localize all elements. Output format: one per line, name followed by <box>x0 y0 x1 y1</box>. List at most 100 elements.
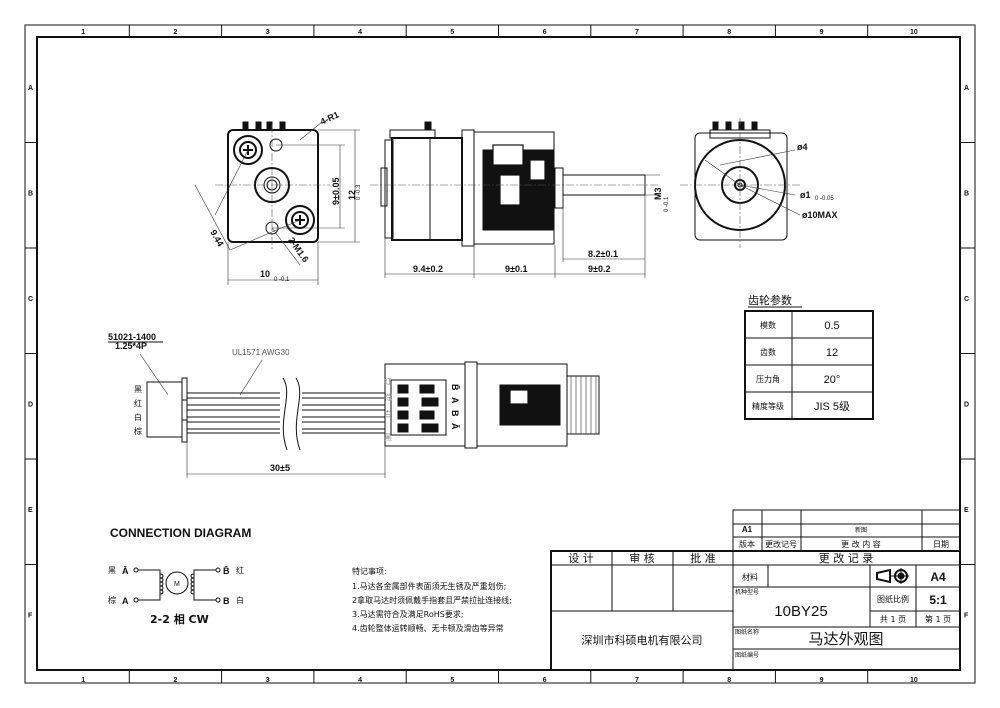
d2-tol: 0 -0.05 <box>815 196 834 202</box>
wire-spec: UL1571 AWG30 <box>232 348 290 357</box>
paper-size: A4 <box>930 570 946 584</box>
motor-label: M <box>174 581 180 588</box>
diagonal-dim: 9.44 <box>208 228 225 248</box>
model: 10BY25 <box>774 603 827 620</box>
row-marker: A <box>28 85 33 92</box>
terminal-label: Ā <box>450 423 460 430</box>
approve-label: 批 准 <box>690 551 716 565</box>
hole-spacing-dim: 9±0.05 <box>331 178 341 205</box>
motor-symbol <box>165 571 189 595</box>
column-marker: 3 <box>266 677 270 684</box>
pin-label: A <box>122 596 129 606</box>
terminal-color: 白 <box>384 409 392 419</box>
page-number: 第 1 页 <box>925 614 951 624</box>
column-marker: 5 <box>450 677 454 684</box>
wire-color: 棕 <box>108 595 116 605</box>
gear-param-label: 压力角 <box>756 374 780 384</box>
column-marker: 2 <box>173 29 177 36</box>
terminal-label: B <box>450 410 460 417</box>
note-item: 4.齿轮整体运转顺畅、无卡顿及滑齿等异常 <box>352 623 504 633</box>
d1-dim: ø4 <box>797 142 808 152</box>
shaft-length-dim: 9±0.2 <box>588 264 610 274</box>
drawing-name-label: 图纸名称 <box>735 628 759 636</box>
header-change-no: 更改记号 <box>765 539 797 549</box>
scale: 5:1 <box>929 593 947 607</box>
page-count: 共 1 页 <box>880 615 906 624</box>
rev-version: A1 <box>742 525 753 534</box>
connection-caption: 2-2 相 CW <box>150 612 209 626</box>
projection-symbol-icon <box>876 568 909 584</box>
company-name: 深圳市科硕电机有限公司 <box>582 633 703 647</box>
terminal-color: 棕 <box>384 392 392 402</box>
column-marker: 6 <box>543 677 547 684</box>
row-marker: B <box>964 190 969 197</box>
terminal-label: B̄ <box>450 384 460 391</box>
header-date: 日期 <box>933 540 949 549</box>
gear-param-value: JIS 5级 <box>814 400 850 413</box>
column-marker: 4 <box>358 29 362 36</box>
header-version: 版本 <box>739 539 755 549</box>
connection-diagram: CONNECTION DIAGRAM 黑 Ā 棕 A M B̄ 红 B 白 2-… <box>108 526 251 626</box>
notes: 特记事项: 1.马达各金属部件表面须无生锈及严重划伤; 2拿取马达时须佩戴手指套… <box>352 566 512 633</box>
title-block: A1 新图 版本 更改记号 更 改 内 容 日期 设 计 审 核 批 准 更 改… <box>550 509 961 671</box>
material-label: 材料 <box>742 572 758 582</box>
gear-params-table: 齿轮参数 模数 0.5 齿数 12 压力角 20° 精度等级 JIS 5级 <box>744 293 874 420</box>
design-label: 设 计 <box>568 552 594 565</box>
column-marker: 5 <box>450 29 454 36</box>
pin-label: Ā <box>122 566 129 576</box>
column-marker: 8 <box>727 677 731 684</box>
gearbox-length-dim: 9±0.1 <box>505 264 527 274</box>
column-marker: 4 <box>358 677 362 684</box>
wire-color: 红 <box>236 565 244 575</box>
column-marker: 1 <box>81 29 85 36</box>
harness-view: 51021-1400 1.25*4P UL1571 AWG30 黑 红 白 棕 … <box>108 332 600 478</box>
wire-color: 白 <box>134 412 142 422</box>
wire-color: 白 <box>236 595 244 605</box>
width-tol: 0 -0.1 <box>274 277 290 283</box>
d3-dim: ø10MAX <box>802 210 838 220</box>
connector-part: 51021-1400 <box>108 332 156 342</box>
column-marker: 2 <box>173 677 177 684</box>
note-item: 2拿取马达时须佩戴手指套且严禁拉扯连接线; <box>352 595 512 605</box>
gear-param-label: 齿数 <box>760 347 776 357</box>
shaft-thread-dim: M3 <box>653 187 663 200</box>
radius-dim: 4-R1 <box>319 110 341 127</box>
screw-icon <box>233 135 263 165</box>
row-marker: C <box>28 296 33 303</box>
row-marker: F <box>964 612 969 619</box>
width-dim: 10 <box>260 269 270 279</box>
motor-length-dim: 9.4±0.2 <box>413 264 443 274</box>
model-label: 机种型号 <box>735 588 759 596</box>
wire-color: 棕 <box>134 426 142 436</box>
terminal-color: 红 <box>384 376 392 386</box>
column-marker: 9 <box>820 29 824 36</box>
note-item: 3.马达需符合及满足RoHS要求; <box>352 609 464 619</box>
height-dim: 12 <box>347 190 357 200</box>
pin-label: B̄ <box>223 566 230 576</box>
column-marker: 8 <box>727 29 731 36</box>
note-item: 1.马达各金属部件表面须无生锈及严重划伤; <box>352 581 506 591</box>
review-label: 审 核 <box>629 551 655 565</box>
column-marker: 3 <box>266 29 270 36</box>
shaft-thread-tol: 0 -0.1 <box>664 196 670 212</box>
height-tol: 0 -0.3 <box>356 184 362 200</box>
row-marker: D <box>964 401 969 408</box>
column-marker: 7 <box>635 29 639 36</box>
front-view: 4-R1 9±0.05 12 0 -0.3 9.44 2-M1.6 10 0 -… <box>194 110 362 285</box>
wire-color: 黑 <box>108 566 116 575</box>
wire-color: 红 <box>134 398 142 408</box>
row-marker: C <box>964 296 969 303</box>
gear-param-value: 12 <box>826 347 838 359</box>
row-marker: F <box>28 612 33 619</box>
row-marker: E <box>28 507 33 514</box>
gear-param-label: 精度等级 <box>752 401 784 411</box>
row-marker: A <box>964 85 969 92</box>
terminal-pads <box>397 384 439 433</box>
gear-params-title: 齿轮参数 <box>748 293 792 307</box>
column-marker: 1 <box>81 677 85 684</box>
connection-title: CONNECTION DIAGRAM <box>110 526 251 540</box>
connector-spec: 1.25*4P <box>115 341 147 351</box>
drawing-no-label: 图纸编号 <box>735 651 759 659</box>
